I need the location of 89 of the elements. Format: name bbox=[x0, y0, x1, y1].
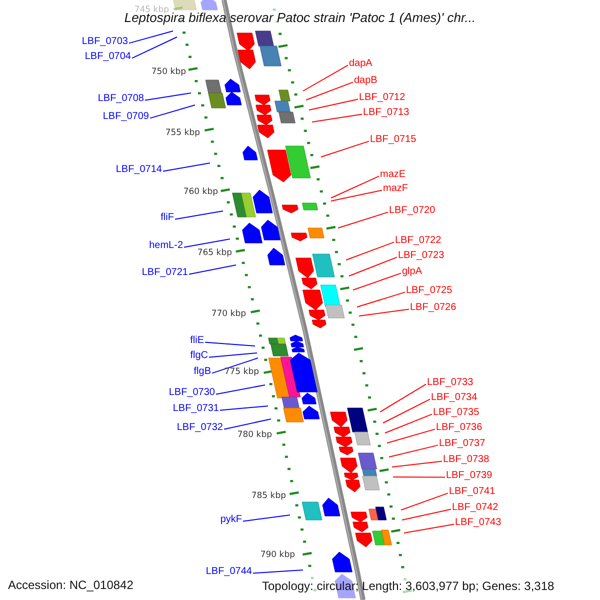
leader-line bbox=[242, 514, 290, 522]
leader-line bbox=[150, 104, 196, 119]
gene-label: fliF bbox=[160, 213, 174, 223]
gene-label: LBF_0731 bbox=[172, 404, 219, 414]
gene-label: hemL-2 bbox=[149, 241, 183, 251]
gene-label: dapA bbox=[349, 59, 372, 69]
leader-line bbox=[356, 292, 406, 308]
gene-label: LBF_0730 bbox=[168, 388, 215, 398]
gene-label: LBF_0703 bbox=[82, 37, 128, 47]
leader-line bbox=[330, 176, 380, 198]
leader-line bbox=[388, 444, 438, 458]
leader-line bbox=[306, 82, 354, 100]
gene-label: pykF bbox=[220, 515, 242, 525]
gene-label: LBF_0721 bbox=[142, 268, 188, 278]
scale-label: 755 kbp bbox=[165, 128, 200, 138]
gene-label: LBF_0733 bbox=[427, 378, 474, 388]
leader-line bbox=[144, 92, 192, 101]
leader-line bbox=[132, 36, 178, 59]
gene-label: LBF_0723 bbox=[398, 251, 444, 261]
scale-label: 775 kbp bbox=[224, 368, 259, 376]
gene-label: LBF_0741 bbox=[449, 487, 496, 497]
leader-line bbox=[346, 242, 394, 260]
leader-line bbox=[400, 492, 448, 510]
leader-line bbox=[338, 212, 388, 228]
scale-label: 750 kbp bbox=[151, 68, 186, 76]
leader-line bbox=[308, 98, 358, 110]
gene-label: LBF_0709 bbox=[102, 112, 149, 122]
leader-line bbox=[216, 384, 266, 395]
gene-label: LBF_0715 bbox=[370, 135, 416, 145]
info-text: Accession: NC_010842 bbox=[8, 579, 134, 591]
scale-label: 760 kbp bbox=[183, 188, 218, 196]
leader-line bbox=[358, 308, 410, 316]
leader-line bbox=[402, 508, 452, 520]
gene-label: LBF_0737 bbox=[439, 439, 486, 449]
gene-label: mazE bbox=[380, 170, 406, 180]
gene-label: LBF_0735 bbox=[433, 408, 480, 418]
gene-label: mazF bbox=[383, 184, 408, 194]
leader-line bbox=[352, 272, 402, 290]
gene-label: LBF_0744 bbox=[206, 567, 252, 577]
leader-line bbox=[252, 570, 304, 574]
gene-label: LBF_0725 bbox=[406, 286, 452, 296]
leader-line bbox=[330, 190, 382, 202]
leader-line bbox=[312, 114, 362, 122]
gene-label: fliE bbox=[190, 336, 204, 346]
gene-label: flgC bbox=[190, 351, 208, 361]
leader-line bbox=[212, 358, 258, 374]
gene-label: LBF_0726 bbox=[410, 303, 456, 313]
leader-line bbox=[174, 210, 224, 220]
gene-label: glpA bbox=[402, 267, 422, 277]
leader-line bbox=[380, 384, 426, 412]
leader-line bbox=[162, 162, 210, 172]
gene-label: LBF_0714 bbox=[116, 165, 162, 175]
scale-label: 790 kbp bbox=[260, 550, 295, 560]
gene-label: LBF_0736 bbox=[436, 423, 482, 433]
leader-line bbox=[188, 264, 236, 275]
gene-label: LBF_0734 bbox=[431, 393, 478, 403]
gene-label: LBF_0704 bbox=[84, 52, 131, 62]
gene-label: dapB bbox=[354, 76, 378, 86]
gene-label: LBF_0743 bbox=[455, 518, 502, 528]
leader-line bbox=[404, 524, 454, 534]
gene-label: LBF_0742 bbox=[452, 503, 498, 513]
scale-label: 765 kbp bbox=[197, 248, 232, 258]
leader-line bbox=[384, 414, 432, 434]
gene-label: LBF_0712 bbox=[359, 93, 406, 103]
leader-line bbox=[348, 256, 398, 276]
scale-label: 770 kbp bbox=[211, 310, 246, 318]
leader-line bbox=[320, 140, 370, 158]
leader-line bbox=[224, 418, 272, 430]
gene-label: LBF_0708 bbox=[98, 94, 144, 104]
leader-line bbox=[392, 460, 442, 468]
gene-label: flgB bbox=[194, 367, 211, 377]
scale-label: 785 kbp bbox=[251, 492, 286, 500]
gene-label: LBF_0732 bbox=[176, 423, 223, 433]
gene-label: LBF_0739 bbox=[446, 471, 492, 481]
leader-line bbox=[184, 238, 230, 248]
scale-label: 780 kbp bbox=[237, 430, 272, 440]
leader-line bbox=[208, 352, 258, 358]
leader-line bbox=[392, 476, 446, 478]
leader-line bbox=[204, 342, 256, 346]
leader-line bbox=[382, 398, 430, 424]
info-text: Topology: circular; Length: 3,603,977 bp; Genes: 3,318 bbox=[262, 580, 554, 592]
leader-line bbox=[302, 64, 348, 92]
gene-label: LBF_0713 bbox=[363, 108, 410, 118]
gene-label: LBF_0722 bbox=[395, 236, 442, 246]
gene-label: LBF_0738 bbox=[443, 455, 490, 465]
leader-line bbox=[128, 30, 174, 44]
gene-label: LBF_0720 bbox=[389, 206, 436, 216]
leader-line bbox=[386, 428, 436, 444]
leader-line bbox=[220, 406, 268, 411]
